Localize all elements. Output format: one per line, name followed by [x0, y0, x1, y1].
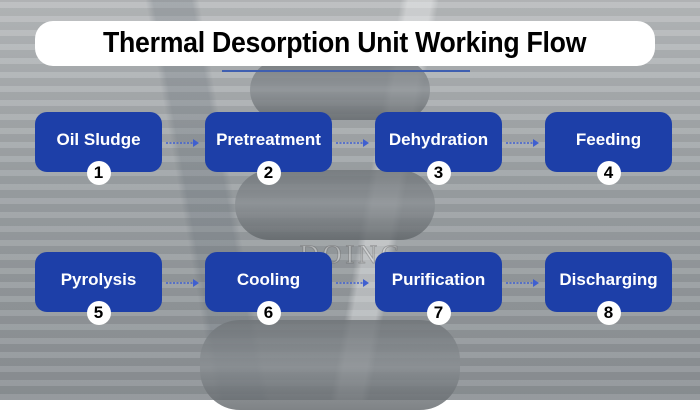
step-purification: Purification 7: [375, 252, 502, 325]
step-discharging: Discharging 8: [545, 252, 672, 325]
flow-arrow: [166, 279, 199, 287]
step-dehydration: Dehydration 3: [375, 112, 502, 185]
step-label: Discharging: [559, 270, 658, 289]
step-number: 4: [596, 161, 621, 185]
flow-arrow: [336, 139, 369, 147]
step-number: 6: [256, 301, 281, 325]
step-label: Pretreatment: [216, 130, 321, 149]
step-label: Cooling: [236, 270, 301, 289]
step-pyrolysis: Pyrolysis 5: [35, 252, 162, 325]
background-tank: [250, 60, 430, 120]
step-label: Pyrolysis: [60, 270, 137, 289]
step-number: 8: [596, 301, 621, 325]
flow-arrow: [166, 139, 199, 147]
step-cooling: Cooling 6: [205, 252, 332, 325]
step-label: Purification: [391, 270, 486, 289]
step-label: Oil Sludge: [56, 130, 141, 149]
step-label: Feeding: [575, 130, 642, 149]
flow-arrow: [336, 279, 369, 287]
step-number: 5: [86, 301, 111, 325]
background-tank: [200, 320, 460, 410]
step-label: Dehydration: [388, 130, 489, 149]
step-pretreatment: Pretreatment 2: [205, 112, 332, 185]
step-feeding: Feeding 4: [545, 112, 672, 185]
step-number: 2: [256, 161, 281, 185]
flow-arrow: [506, 279, 539, 287]
step-oil-sludge: Oil Sludge 1: [35, 112, 162, 185]
title-banner: Thermal Desorption Unit Working Flow: [35, 21, 655, 66]
step-number: 3: [426, 161, 451, 185]
page-title: Thermal Desorption Unit Working Flow: [103, 27, 587, 59]
title-underline: [222, 70, 470, 72]
step-number: 7: [426, 301, 451, 325]
step-number: 1: [86, 161, 111, 185]
flow-arrow: [506, 139, 539, 147]
